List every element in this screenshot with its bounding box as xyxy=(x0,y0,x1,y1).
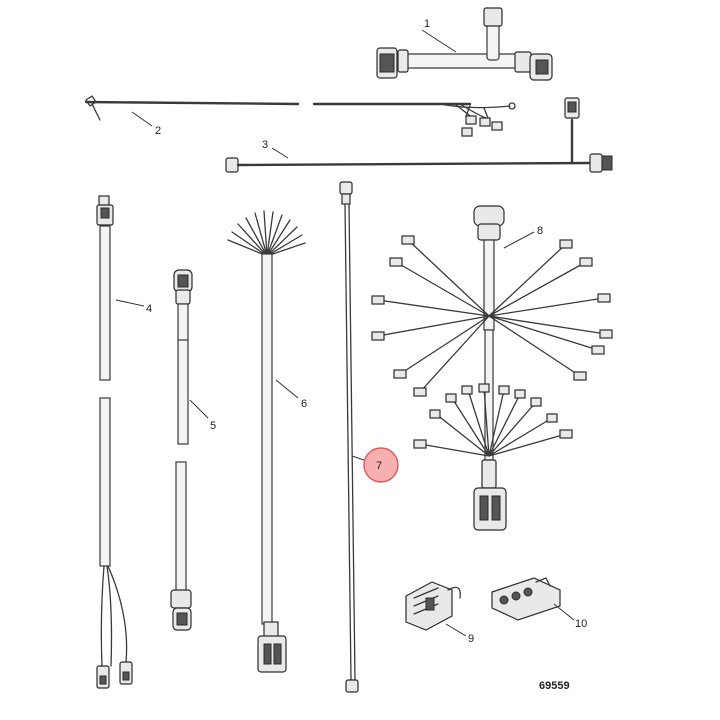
callout-3: 3 xyxy=(262,139,268,151)
part-6-harness[interactable] xyxy=(227,210,306,673)
part-10-connector[interactable] xyxy=(491,577,561,621)
callout-2: 2 xyxy=(155,125,161,137)
callout-4: 4 xyxy=(146,303,152,315)
part-3-harness[interactable] xyxy=(225,97,613,173)
part-4-harness[interactable] xyxy=(96,195,133,689)
callout-6: 6 xyxy=(301,398,307,410)
callout-7: 7 xyxy=(376,460,382,472)
part-1-harness[interactable] xyxy=(376,7,553,81)
callout-leaders xyxy=(115,29,575,637)
callout-8: 8 xyxy=(537,225,543,237)
part-5-harness[interactable] xyxy=(170,269,193,631)
callout-9: 9 xyxy=(468,633,474,645)
callout-1: 1 xyxy=(424,18,430,30)
part-8-harness[interactable] xyxy=(371,205,613,531)
part-2-harness[interactable] xyxy=(84,95,516,137)
part-9-connector[interactable] xyxy=(405,581,461,631)
figure-number: 69559 xyxy=(539,680,570,692)
callout-10: 10 xyxy=(575,618,587,630)
callout-5: 5 xyxy=(210,420,216,432)
highlight-circle xyxy=(363,447,399,483)
part-7-lead[interactable] xyxy=(339,181,359,693)
